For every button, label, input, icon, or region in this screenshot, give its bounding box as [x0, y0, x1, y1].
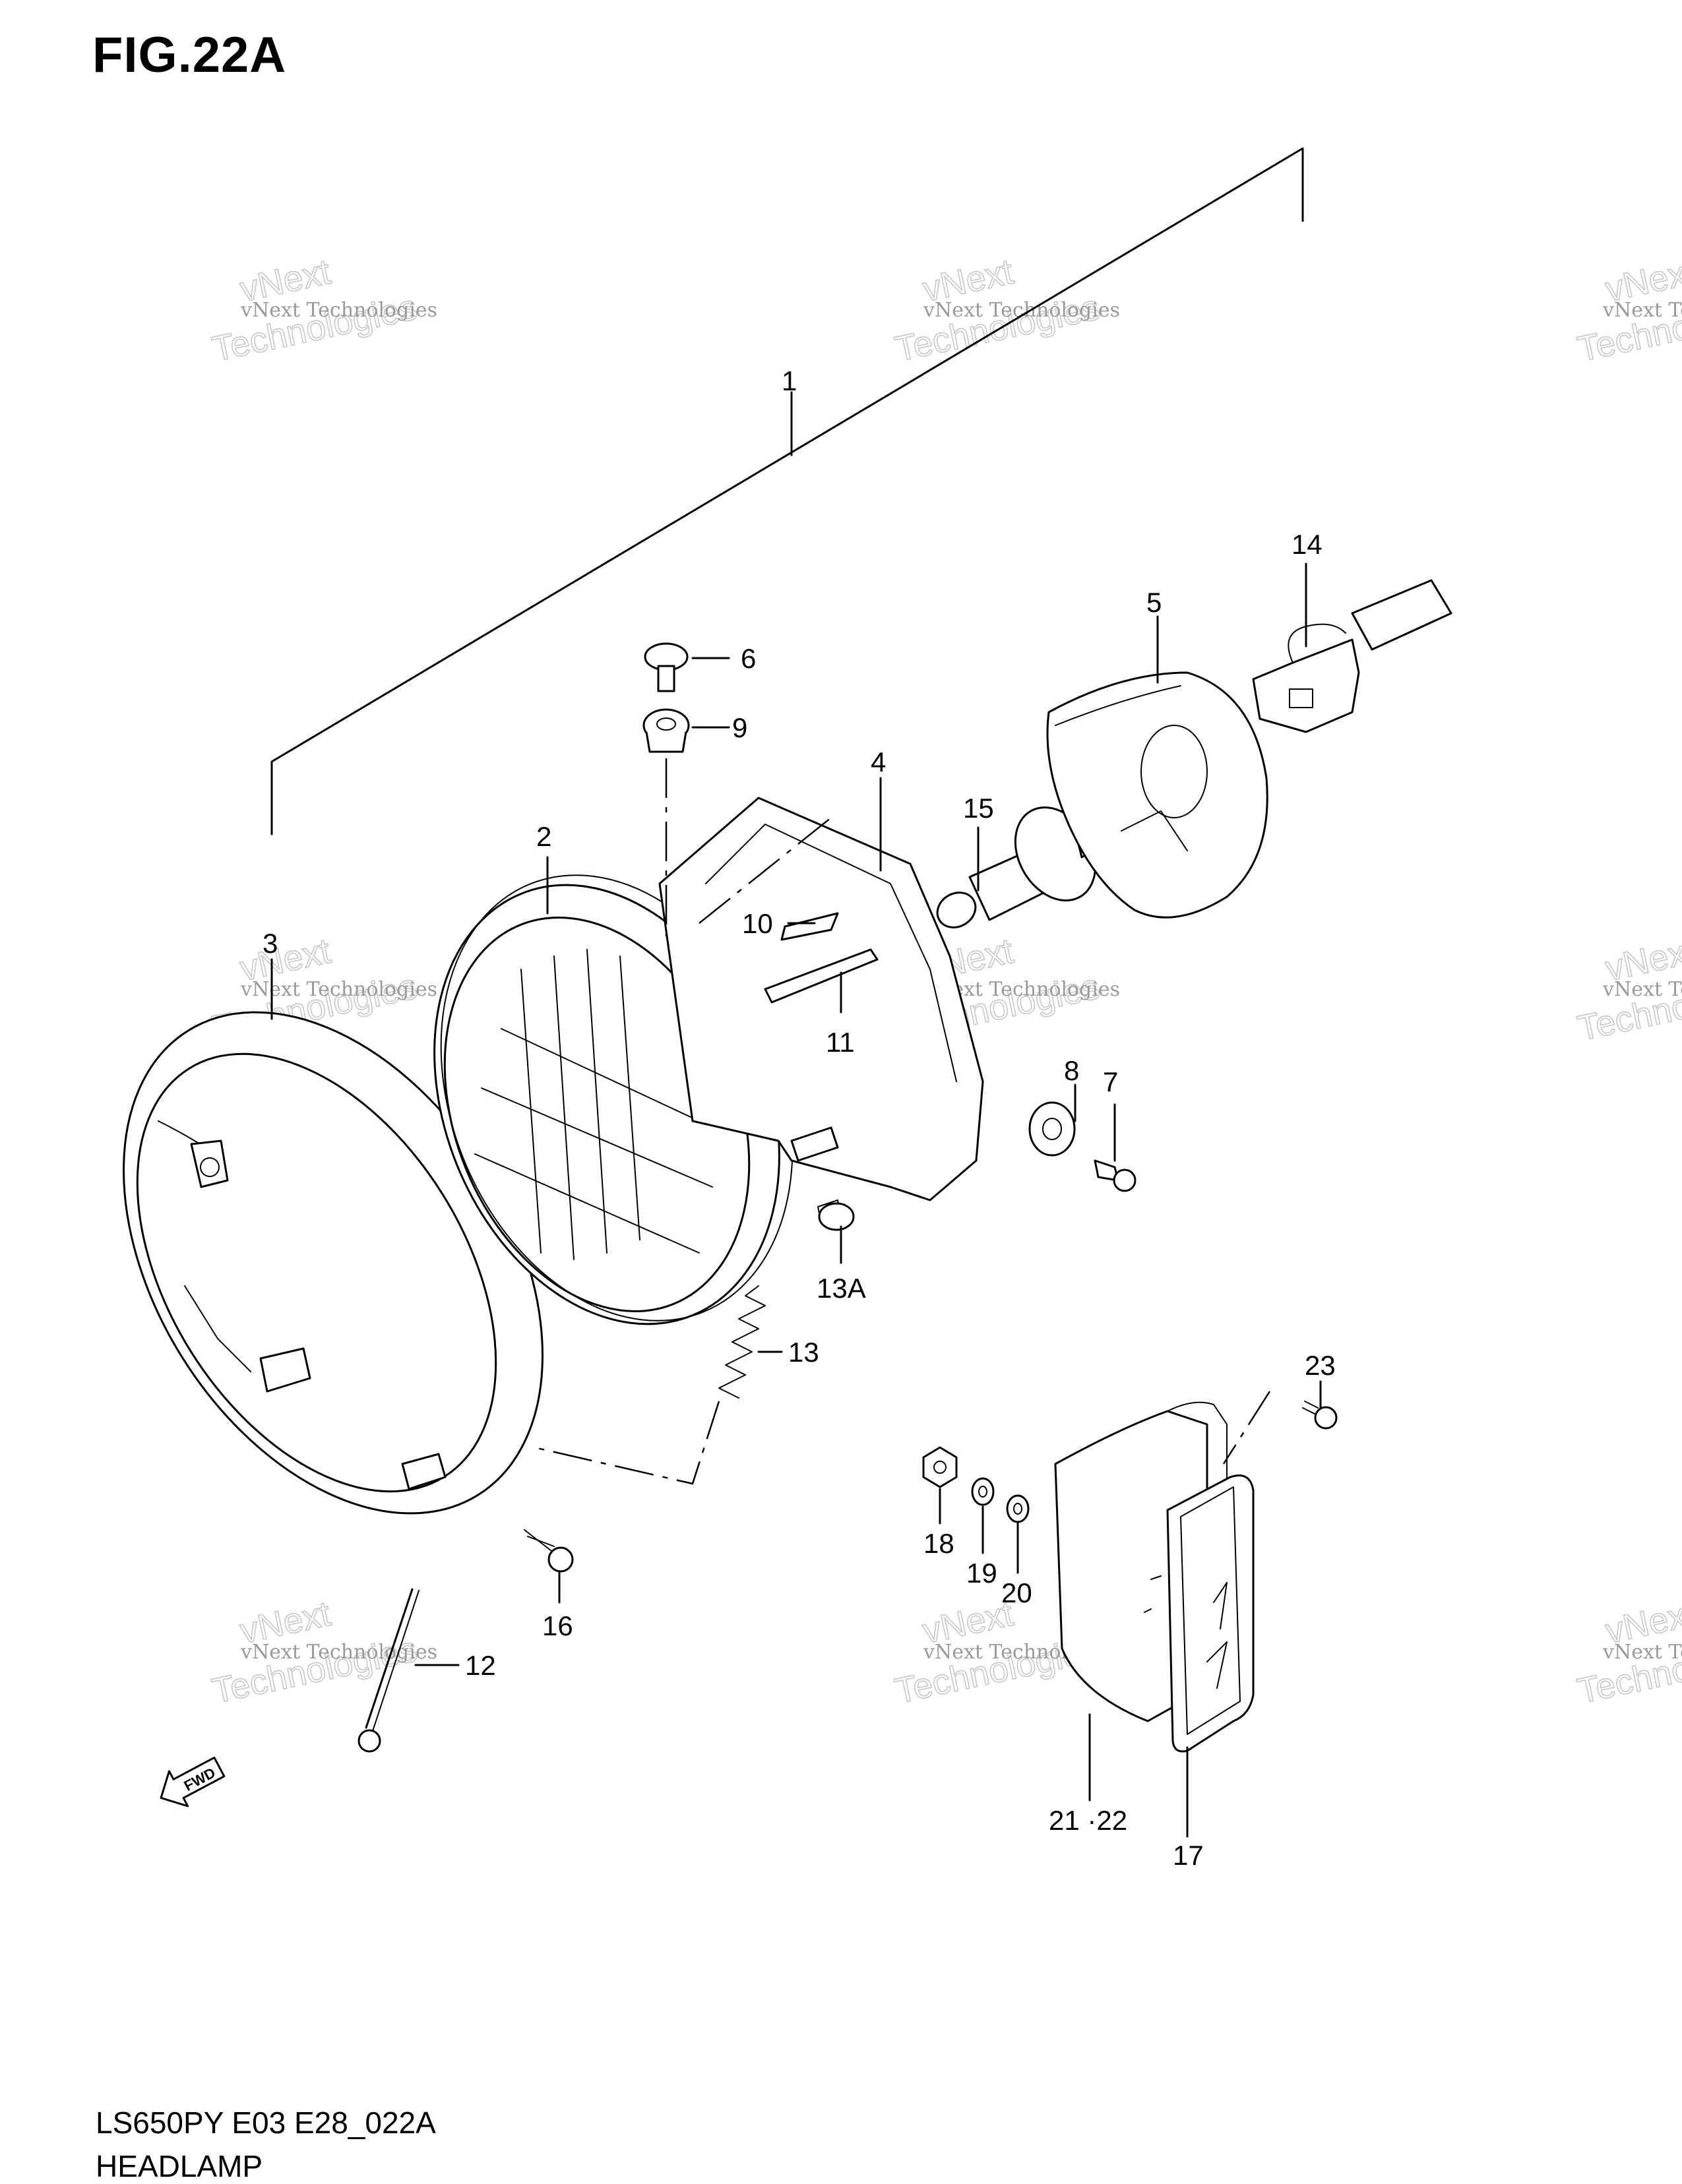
screw-23[interactable]: [1302, 1401, 1338, 1430]
headlamp-rim[interactable]: [37, 936, 629, 1589]
nut-18[interactable]: [922, 1446, 958, 1488]
callout-17: 17: [1173, 1840, 1204, 1871]
callout-4: 4: [871, 746, 886, 777]
adjusting-screw-12[interactable]: [358, 1588, 420, 1753]
fwd-arrow-icon: FWD: [160, 1756, 226, 1807]
callout-13a: 13A: [817, 1273, 866, 1304]
nut-13a[interactable]: [818, 1202, 855, 1231]
headlamp-housing[interactable]: [658, 797, 984, 1224]
reflector-case[interactable]: [1054, 1401, 1228, 1722]
watermark-text: vNext Technologies: [1602, 299, 1682, 322]
callout-18: 18: [923, 1528, 954, 1559]
watermark-text: vNext Technologies: [1602, 1641, 1682, 1664]
callout-9: 9: [732, 712, 747, 743]
diagram-title: HEADLAMP: [96, 2149, 263, 2183]
callout-13: 13: [788, 1337, 819, 1368]
callout-21-22: 21 ·22: [1049, 1805, 1127, 1836]
callout-16: 16: [542, 1610, 573, 1641]
wire-connector[interactable]: [1252, 579, 1452, 733]
watermark-text: vNext Technologies: [240, 299, 437, 322]
adjuster-spring[interactable]: [718, 1285, 766, 1399]
screw-16[interactable]: [524, 1529, 574, 1573]
socket-cover[interactable]: [1046, 671, 1268, 919]
callout-19: 19: [966, 1558, 997, 1589]
reflector-lens[interactable]: [1166, 1474, 1255, 1753]
callout-14: 14: [1292, 529, 1323, 560]
lens-pattern: [474, 949, 713, 1260]
figure-label: FIG.22A: [92, 27, 287, 83]
callout-2: 2: [536, 821, 551, 852]
leader-dashed: [1222, 1391, 1271, 1465]
callout-7: 7: [1103, 1066, 1118, 1097]
grommet-9[interactable]: [642, 708, 690, 753]
washer-19[interactable]: [971, 1477, 995, 1506]
callout-12: 12: [465, 1650, 496, 1681]
model-code: LS650PY E03 E28_022A: [96, 2106, 436, 2140]
watermark-text: vNext Technologies: [240, 978, 437, 1001]
callout-20: 20: [1001, 1577, 1032, 1608]
grommet-8[interactable]: [1028, 1101, 1076, 1157]
screw-6[interactable]: [644, 642, 689, 692]
callout-1: 1: [782, 365, 797, 396]
watermark-text: vNext Technologies: [923, 299, 1120, 322]
leader-dashed: [534, 1401, 720, 1485]
callout-leaders: [270, 391, 1322, 1838]
callout-8: 8: [1064, 1055, 1079, 1086]
watermark-text: vNext Technologies: [240, 1641, 437, 1664]
callout-15: 15: [963, 793, 994, 824]
callout-6: 6: [741, 643, 756, 674]
callouts: 1 2 3 4 5 6 7 8 9 10 11 12 13 13A 14 15 …: [263, 365, 1336, 1871]
callout-10: 10: [742, 908, 773, 939]
watermark-text: vNext Technologies: [1602, 978, 1682, 1001]
washer-20[interactable]: [1006, 1494, 1030, 1523]
callout-11: 11: [826, 1027, 855, 1058]
screw-7[interactable]: [1094, 1159, 1137, 1192]
callout-23: 23: [1305, 1350, 1336, 1381]
callout-5: 5: [1146, 587, 1162, 618]
callout-3: 3: [263, 928, 278, 959]
